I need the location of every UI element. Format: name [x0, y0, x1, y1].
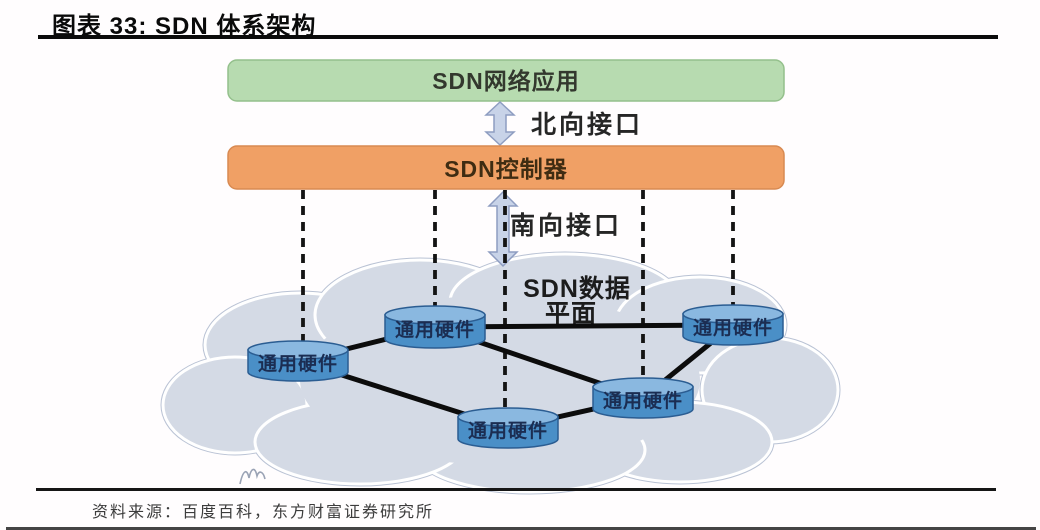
controller-box: [227, 145, 785, 190]
bottom-border-line: [6, 527, 1036, 530]
hardware-node: 通用硬件: [457, 407, 559, 449]
northbound-arrow-icon: [484, 100, 516, 147]
data-plane-label-line1: SDN数据: [523, 275, 631, 303]
title-underline: [38, 35, 998, 39]
northbound-label: 北向接口: [531, 110, 643, 139]
hardware-node-label: 通用硬件: [468, 419, 548, 442]
app-layer-box: [227, 59, 785, 102]
control-links: [301, 190, 735, 418]
southbound-arrow-icon: [487, 190, 519, 268]
hardware-node: 通用硬件: [592, 377, 694, 419]
data-plane-label-line2: 平面: [545, 300, 597, 328]
hardware-node-label: 通用硬件: [603, 389, 683, 412]
hardware-node-label: 通用硬件: [693, 316, 773, 339]
hardware-node: 通用硬件: [682, 304, 784, 346]
southbound-label: 南向接口: [510, 211, 622, 240]
controller-label: SDN控制器: [444, 156, 568, 182]
hardware-node: 通用硬件: [384, 305, 486, 349]
source-note: 资料来源：百度百科，东方财富证券研究所: [92, 504, 435, 521]
hardware-node-label: 通用硬件: [258, 352, 338, 375]
cylinder-top: [247, 340, 349, 360]
cylinder-top: [384, 305, 486, 325]
hardware-node-label: 通用硬件: [395, 318, 475, 341]
source-divider: [36, 488, 996, 491]
doodle-mark: [239, 468, 266, 485]
hardware-node: 通用硬件: [247, 340, 349, 382]
app-layer-label: SDN网络应用: [432, 68, 580, 94]
cylinder-top: [457, 407, 559, 427]
cylinder-top: [592, 377, 694, 397]
cylinder-top: [682, 304, 784, 324]
